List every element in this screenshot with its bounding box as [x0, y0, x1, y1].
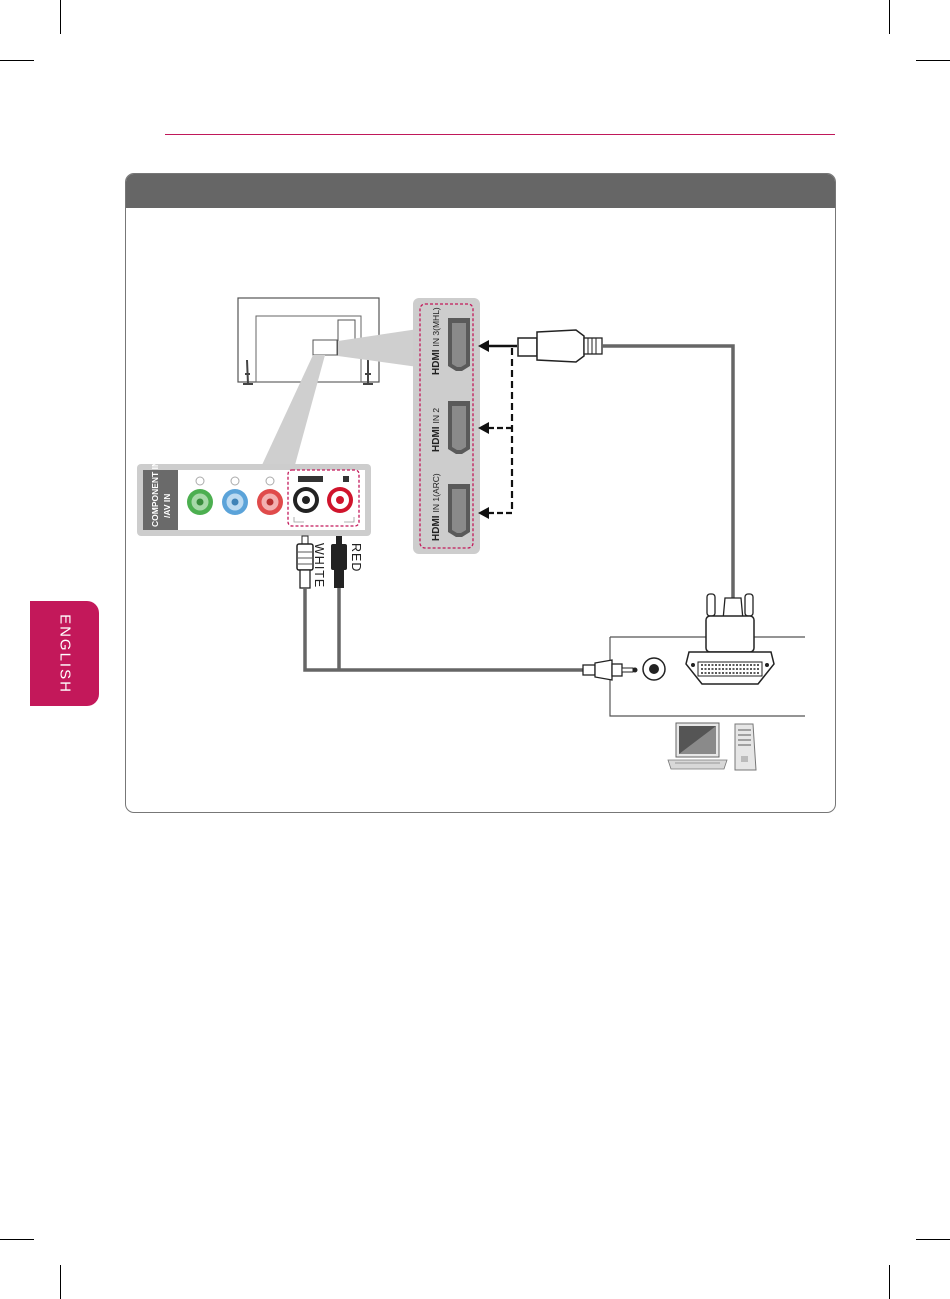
av-panel-label: COMPONENT IN — [150, 461, 160, 527]
rca-plug-icon — [297, 536, 313, 588]
hdmi-plug-icon — [518, 330, 602, 362]
hdmi-port-icon — [448, 318, 470, 371]
hdmi-port-label: HDMIIN 3(MHL) — [431, 307, 442, 375]
audio-jack-red — [327, 487, 353, 513]
hdmi-port-label: HDMIIN 1(ARC) — [431, 473, 442, 541]
hdmi-port-icon — [448, 484, 470, 537]
audio-minijack-icon — [583, 660, 638, 680]
laptop-icon — [668, 723, 727, 769]
audio-jack-white — [293, 487, 319, 513]
hdmi-port-icon — [448, 401, 470, 454]
hdmi-port-label: HDMIIN 2 — [431, 408, 442, 452]
desktop-tower-icon — [735, 724, 756, 770]
hdmi-to-dvi-cable — [602, 346, 733, 598]
white-cable-label: WHITE — [312, 543, 326, 588]
av-panel-label: /AV IN — [162, 494, 172, 518]
hdmi-port-panel: HDMIIN 3(MHL) HDMIIN 2 HDMIIN 1(ARC) — [413, 298, 480, 554]
red-cable-label: RED — [349, 543, 363, 572]
dvi-plug-icon — [686, 594, 774, 684]
hdmi-connection-arrows — [478, 340, 517, 519]
audio-cable — [305, 588, 583, 670]
av-input-panel: COMPONENT IN /AV IN — [137, 461, 371, 536]
component-jack-green — [187, 489, 213, 515]
component-jack-red — [257, 489, 283, 515]
pc-audio-port-icon — [643, 658, 665, 680]
rca-plug-icon — [331, 536, 347, 588]
component-jack-blue — [222, 489, 248, 515]
